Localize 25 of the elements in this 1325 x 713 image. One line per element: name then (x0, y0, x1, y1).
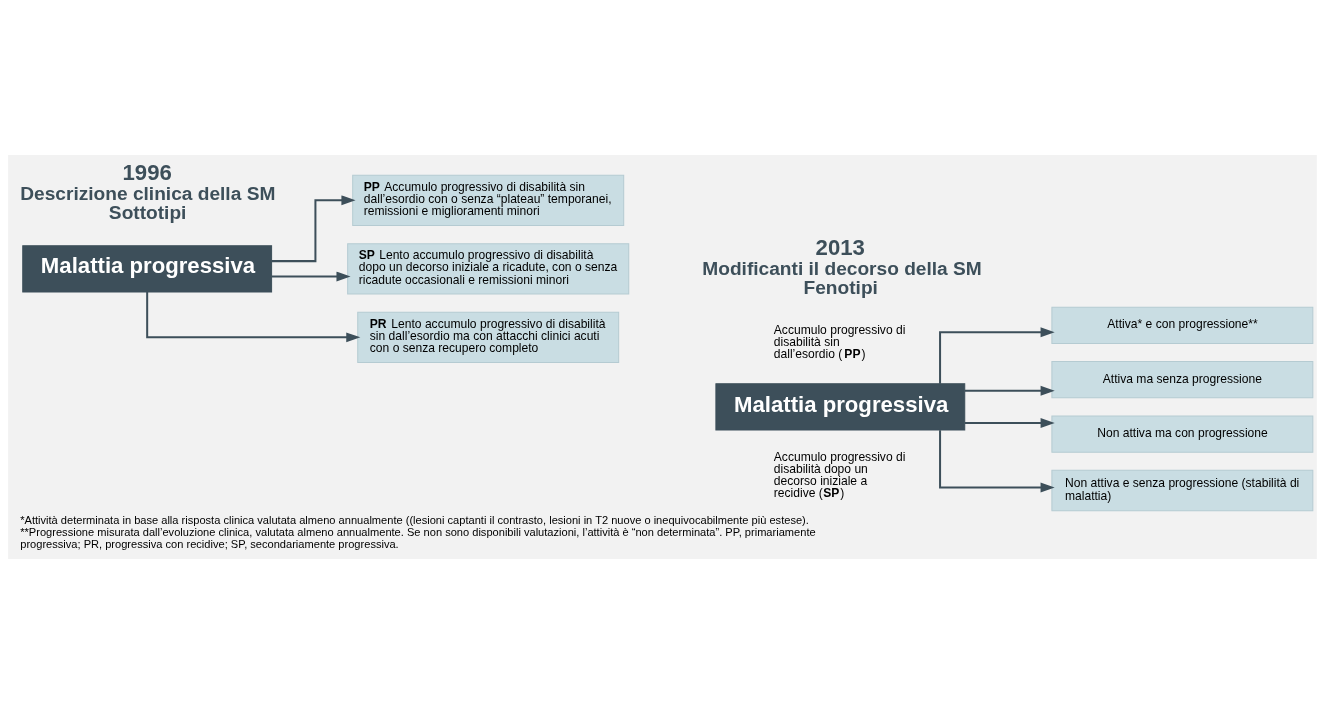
node-box: Malattia progressiva (22, 244, 273, 293)
label: Sottotipi (108, 201, 187, 223)
node-label: Accumulo progressivo di disabilità dopo un decorso iniziale a recidive (SP) (773, 449, 906, 500)
node-box: Attiva* e con progressione** (1051, 306, 1314, 344)
node-box: Non attiva ma con progressione (1051, 414, 1314, 453)
arrow (146, 291, 361, 342)
node-box: Malattia progressiva (715, 382, 966, 431)
arrow (271, 194, 356, 262)
node-box: Non attiva e senza progressione (stabilità di malattia) (1051, 469, 1314, 511)
node-box: SP Lento accumulo progressivo di disabilità dopo un decorso iniziale a ricadute, con o senza ricadute occasionali e remissioni minori (347, 242, 630, 295)
arrow (964, 417, 1055, 428)
label: Modificanti il decorso della SM (702, 257, 982, 279)
label: 2013 (815, 234, 865, 260)
label: 1996 (122, 159, 172, 185)
node-box: PP Accumulo progressivo di disabilità sin dall’esordio con o senza “plateau” temporanei, remissioni e miglioramenti minori (352, 174, 625, 226)
arrow (964, 385, 1055, 396)
node-box: Attiva ma senza progressione (1051, 360, 1314, 398)
arrow (271, 271, 351, 281)
node-label: Accumulo progressivo di disabilità sin dall’esordio (PP) (773, 322, 906, 361)
arrow (939, 326, 1055, 384)
caption: *Attività determinata in base alla risposta clinica valutata almeno annualmente ((lesioni captanti il contrasto, lesioni in T2 nuove o inequivocabilmente più estese). **Progressione misurata dall’evoluzione clinica, valutata almeno annualmente. Se non sono disponibili valutazioni, l’attività è “non determinata”. PP, primariamente progressiva; PR, progressiva con recidive; SP, secondariamente progressiva. (20, 513, 816, 550)
node-box: PR Lento accumulo progressivo di disabilità sin dall’esordio ma con attacchi clinici acuti con o senza recupero completo (357, 311, 620, 363)
arrow (939, 429, 1055, 492)
label: Descrizione clinica della SM (20, 182, 276, 204)
label: Fenotipi (803, 276, 878, 298)
